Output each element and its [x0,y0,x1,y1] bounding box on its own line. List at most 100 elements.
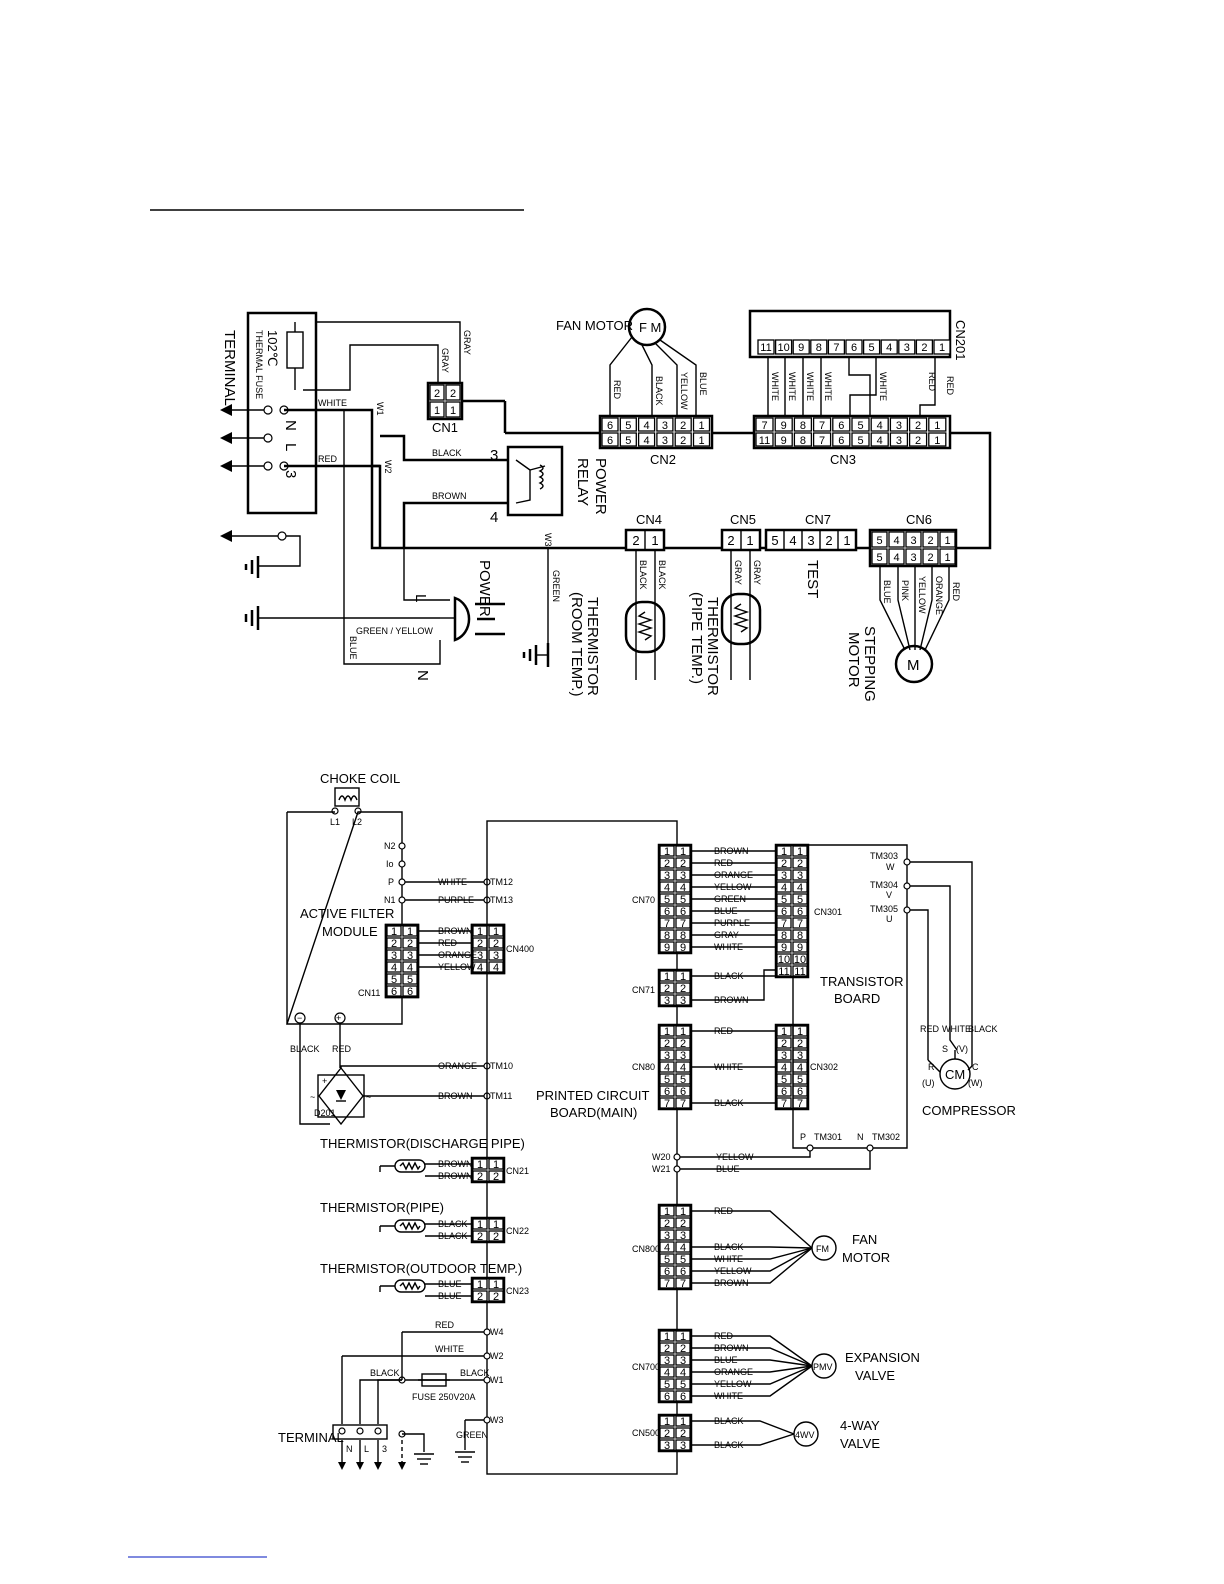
pin-label: 6 [680,1266,686,1278]
pin-label: 2 [680,1038,686,1050]
pin-label: 4 [893,552,899,564]
svg-text:BOARD: BOARD [834,991,880,1006]
terminal-n-point [263,405,273,415]
svg-text:FM: FM [816,1244,829,1254]
svg-text:(V): (V) [956,1044,968,1054]
choke-coil-icon [334,787,360,807]
four-way-valve-icon [793,1421,819,1447]
pin-label: 2 [493,938,499,950]
pin-label: 2 [680,858,686,870]
pin-label: 4 [893,535,899,547]
pin-label: 2 [915,420,921,432]
svg-text:L1: L1 [330,817,340,827]
pin-label: 10 [794,954,806,966]
ground-icon [414,1453,434,1465]
svg-text:GREEN: GREEN [551,570,561,602]
pin-label: 3 [664,1050,670,1062]
pin-label: 1 [680,1416,686,1428]
cn4-label: CN4 [636,512,662,527]
svg-text:1: 1 [651,533,658,548]
cn80-label: CN80 [632,1062,655,1072]
pin-label: 3 [904,342,910,354]
pin-label: 3 [910,535,916,547]
pipe-thermistor-icon [720,592,762,646]
svg-text:BLACK: BLACK [968,1024,998,1034]
pin-label: 1 [944,552,950,564]
pin-label: 2 [927,552,933,564]
cn302-label: CN302 [810,1062,838,1072]
svg-text:4: 4 [490,509,498,526]
svg-text:GRAY: GRAY [752,560,762,585]
wire-label: BLACK [714,1242,744,1252]
pin-label: 5 [781,1074,787,1086]
wire-label: WHITE [714,942,743,952]
pin-label: 4 [664,1367,670,1379]
svg-text:1: 1 [450,405,456,417]
svg-text:2: 2 [434,388,440,400]
pin-label: 2 [477,1171,483,1183]
printed-circuit-board [486,820,678,1475]
pin-label: 2 [797,858,803,870]
pin-label: 5 [797,1074,803,1086]
pin-label: 2 [927,535,933,547]
pin-label: 3 [391,950,397,962]
outdoor-fan-motor-label: FAN [852,1232,877,1247]
pin-label: 7 [680,918,686,930]
svg-text:~: ~ [366,1092,371,1102]
pin-label: 2 [664,1218,670,1230]
svg-text:3: 3 [807,533,814,548]
svg-text:YELLOW: YELLOW [679,372,689,410]
pin-label: 1 [680,846,686,858]
svg-text:WHITE: WHITE [823,372,833,401]
svg-text:W3: W3 [490,1415,504,1425]
pin-label: 1 [939,342,945,354]
active-filter-module [286,811,403,1025]
wire-label: YELLOW [714,882,752,892]
terminal-down-arrow-icons [338,1440,406,1470]
power-label: POWER [476,560,493,617]
pin-label: 3 [781,870,787,882]
pin-label: 3 [896,435,902,447]
terminal-l-label: L [282,443,299,451]
pin-label: 3 [680,1230,686,1242]
compressor-label: COMPRESSOR [922,1103,1016,1118]
svg-text:(ROOM TEMP.): (ROOM TEMP.) [568,592,585,696]
pin-label: 2 [680,1343,686,1355]
wire-label: BROWN [438,1159,473,1169]
svg-text:U: U [886,914,893,924]
pin-label: 4 [664,1242,670,1254]
pin-label: 11 [778,966,789,978]
svg-text:TM13: TM13 [490,895,513,905]
svg-text:ORANGE: ORANGE [438,1061,477,1071]
svg-text:L: L [364,1444,369,1454]
thermal-fuse-temp: 102℃ [265,330,280,366]
pin-label: 8 [781,930,787,942]
svg-text:RED: RED [945,376,955,396]
cn23-label: CN23 [506,1286,529,1296]
d201-label: D201 [314,1108,336,1118]
svg-text:GRAY: GRAY [733,560,743,585]
pin-label: 1 [698,435,704,447]
wire-label: BLACK [714,1416,744,1426]
svg-text:5: 5 [771,533,778,548]
pipe-thermistor-label: THERMISTOR [704,597,721,696]
wire-label: ORANGE [714,1367,753,1377]
power-plug-icon [453,596,471,642]
pin-label: 2 [493,1291,499,1303]
cn700-label: CN700 [632,1362,660,1372]
svg-text:P: P [388,877,394,887]
pin-label: 1 [493,1159,499,1171]
pin-label: 5 [876,552,882,564]
pin-label: 1 [664,971,670,983]
terminal-3-label: 3 [282,470,299,478]
svg-text:BLUE: BLUE [882,580,892,604]
pin-label: 1 [781,846,787,858]
outdoor-wiring-diagram: CHOKE COIL L1 L2 ACTIVE FILTER MODULE N2… [278,771,1016,1475]
pin-label: 3 [797,870,803,882]
svg-text:RED: RED [438,938,458,948]
wire-label: BLACK [714,1098,744,1108]
